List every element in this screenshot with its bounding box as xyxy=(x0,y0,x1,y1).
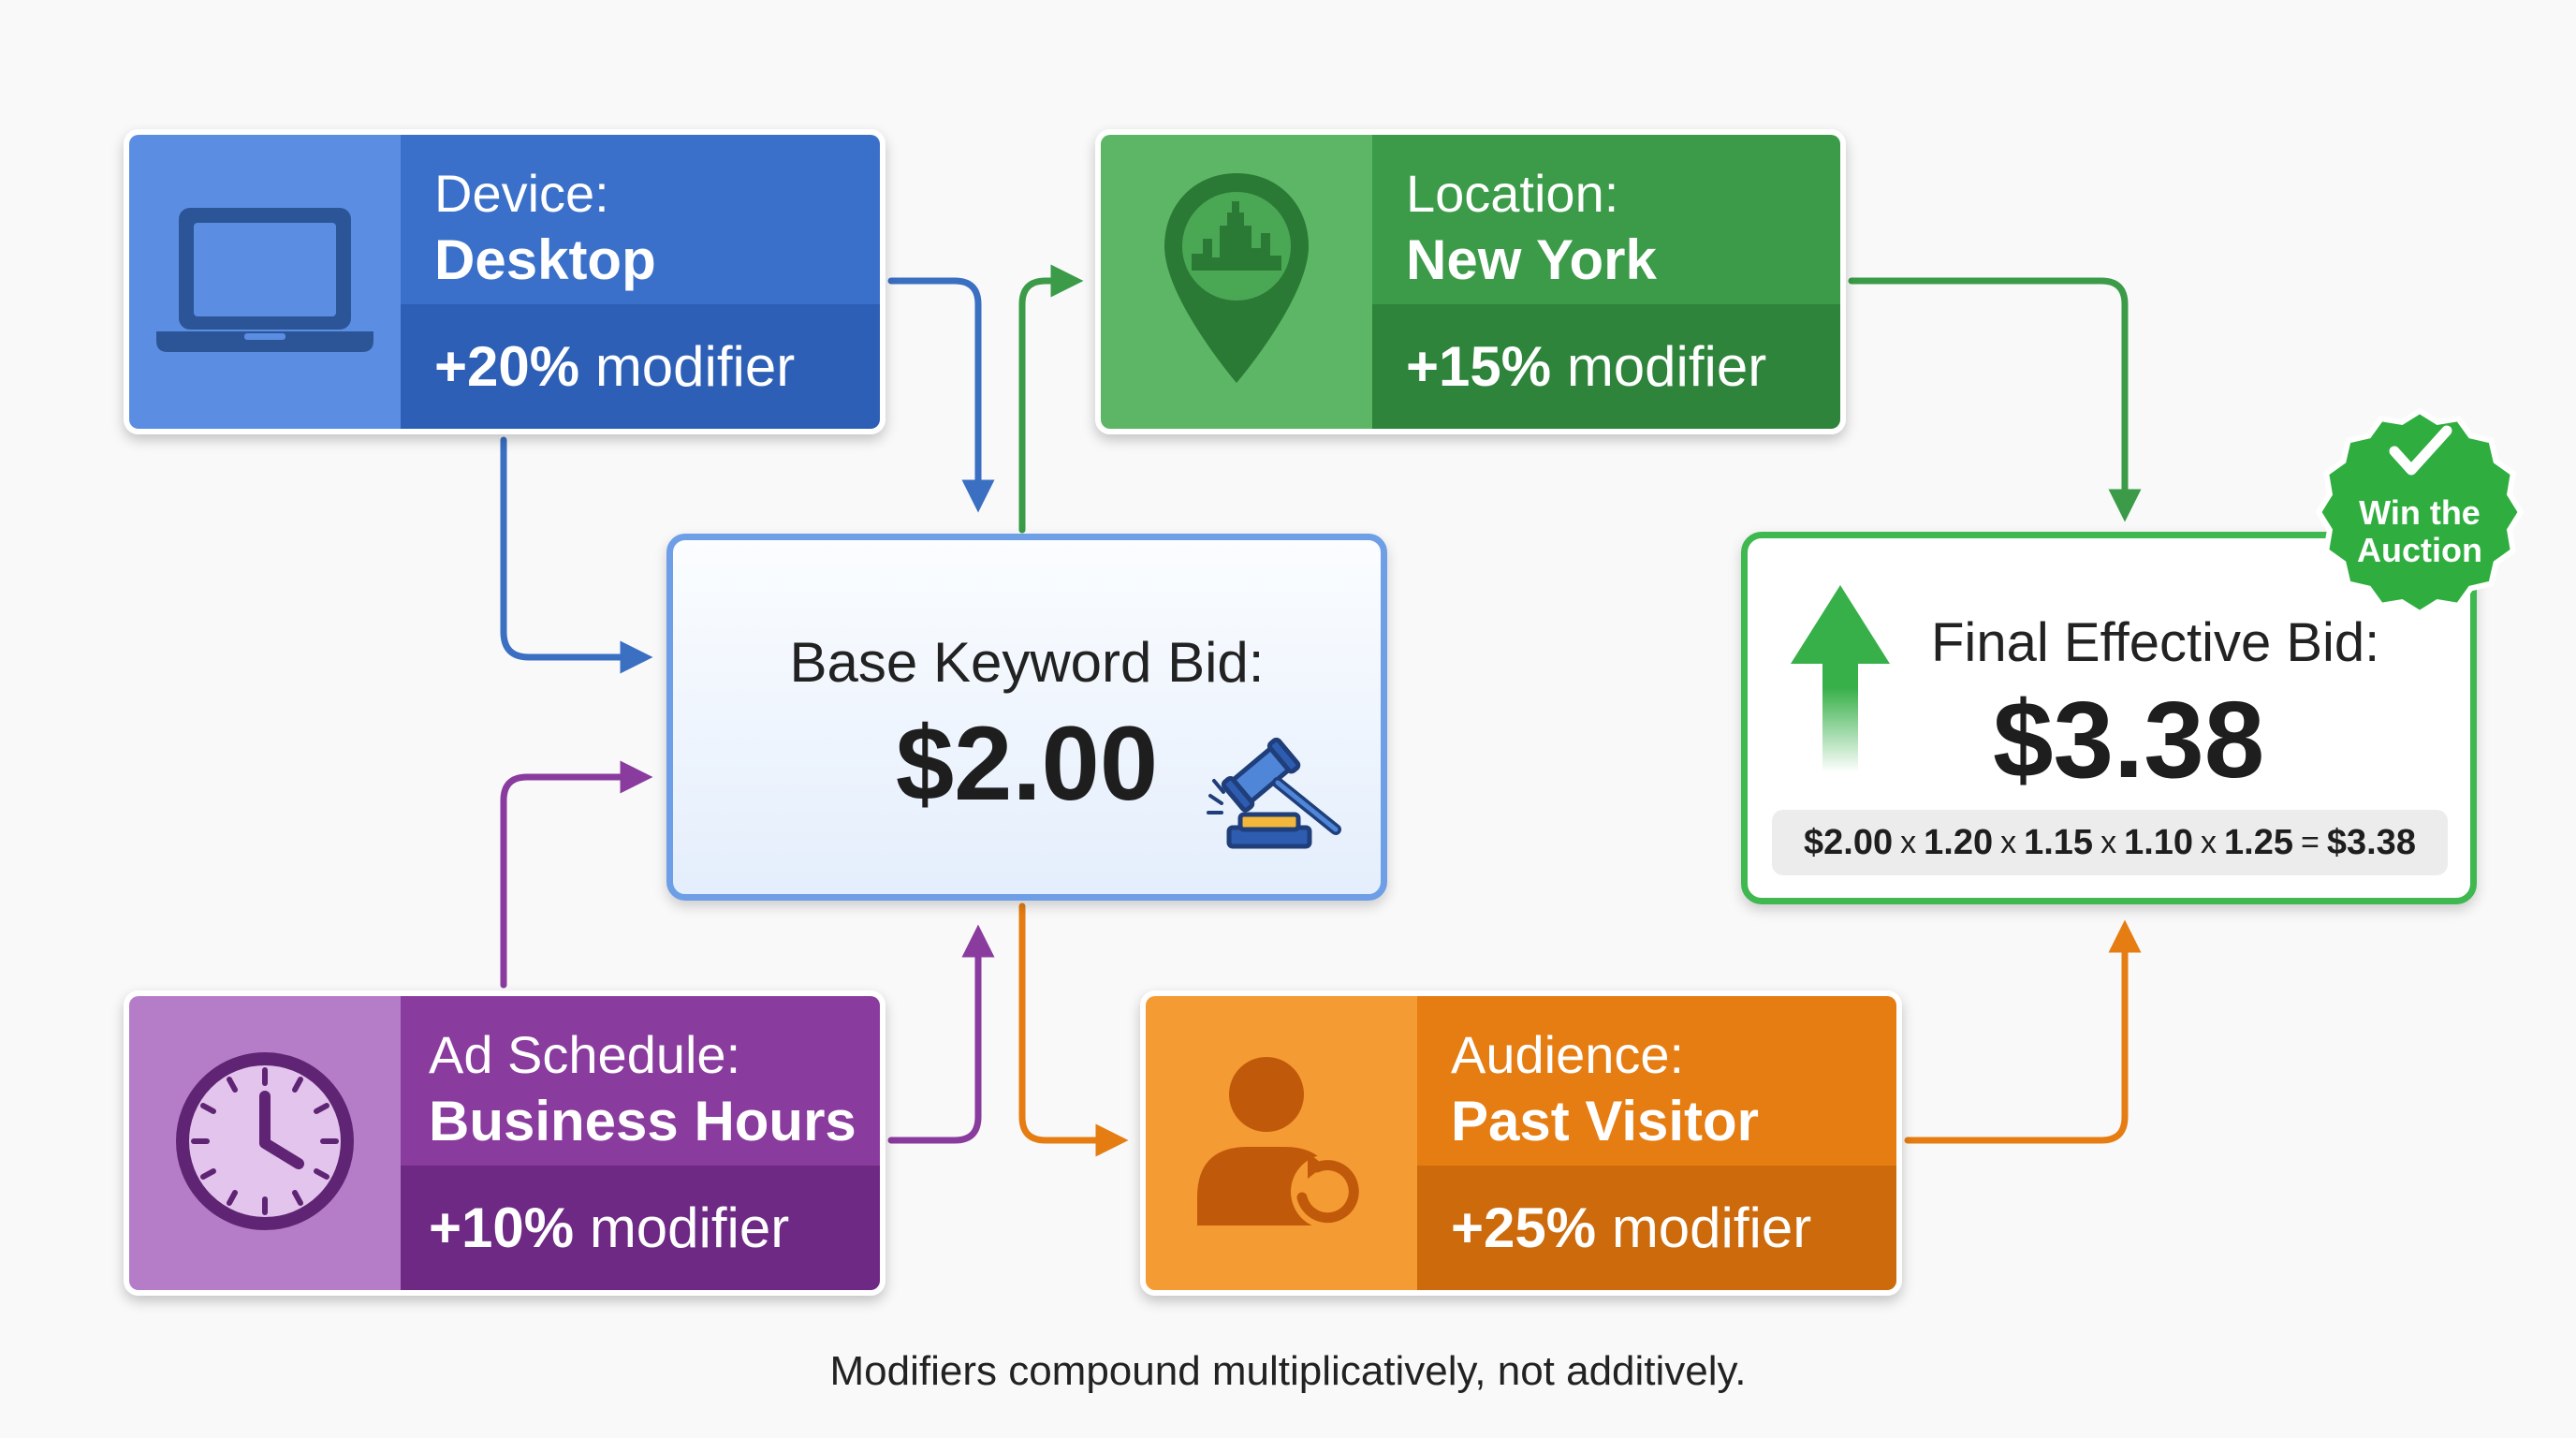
audience-to-final-arrow xyxy=(1904,919,2142,1144)
final-bid-label: Final Effective Bid: xyxy=(1931,612,2380,673)
returning-user-icon xyxy=(1188,1048,1375,1240)
device-modifier-card: Device: Desktop +20% modifier xyxy=(124,129,886,434)
base-to-audience-arrow xyxy=(1018,902,1129,1157)
location-to-final-arrow xyxy=(1848,277,2142,522)
location-icon-panel xyxy=(1101,135,1372,429)
schedule-to-base-arrow-bottom xyxy=(887,924,995,1144)
formula-equals: = xyxy=(2301,824,2320,860)
formula-term-base: $2.00 xyxy=(1804,822,1894,862)
win-auction-badge: Win the Auction xyxy=(2312,404,2527,620)
audience-modifier-card: Audience: Past Visitor +25% modifier xyxy=(1140,990,1902,1296)
schedule-modifier: +10% modifier xyxy=(429,1196,789,1260)
location-value: New York xyxy=(1406,228,1657,291)
device-to-base-arrow-left xyxy=(500,436,653,674)
schedule-to-base-arrow-left xyxy=(500,760,653,989)
formula-term-location: 1.15 xyxy=(2024,822,2094,862)
formula-term-device: 1.20 xyxy=(1924,822,1994,862)
device-icon-panel xyxy=(129,135,401,429)
location-modifier-word: modifier xyxy=(1566,334,1767,398)
clock-icon xyxy=(171,1048,359,1240)
schedule-icon-panel xyxy=(129,996,401,1290)
final-bid-value: $3.38 xyxy=(1993,679,2265,800)
device-modifier-pct: +20% xyxy=(434,334,580,398)
schedule-modifier-card: Ad Schedule: Business Hours +10% modifie… xyxy=(124,990,886,1296)
location-modifier: +15% modifier xyxy=(1406,334,1766,399)
checkmark-seal-icon xyxy=(2315,407,2525,617)
location-label: Location: xyxy=(1406,164,1619,223)
device-label: Device: xyxy=(434,164,609,223)
badge-line-1: Win the xyxy=(2359,493,2481,532)
base-bid-label: Base Keyword Bid: xyxy=(789,631,1265,694)
city-pin-icon xyxy=(1157,168,1316,397)
schedule-value: Business Hours xyxy=(429,1090,856,1152)
audience-value: Past Visitor xyxy=(1451,1090,1760,1152)
footnote: Modifiers compound multiplicatively, not… xyxy=(829,1348,1747,1394)
audience-modifier: +25% modifier xyxy=(1451,1196,1811,1260)
badge-line-2: Auction xyxy=(2357,531,2482,569)
formula-term-audience: 1.25 xyxy=(2224,822,2293,862)
base-bid-card: Base Keyword Bid: $2.00 xyxy=(666,534,1387,901)
audience-modifier-word: modifier xyxy=(1611,1196,1812,1259)
device-value: Desktop xyxy=(434,228,656,291)
formula-times: x xyxy=(2100,824,2117,860)
final-bid-card: Final Effective Bid: $3.38 $2.00 x 1.20 … xyxy=(1741,532,2477,904)
gavel-icon xyxy=(1205,730,1345,857)
up-arrow-icon xyxy=(1789,585,1892,777)
audience-label: Audience: xyxy=(1451,1025,1685,1084)
schedule-modifier-word: modifier xyxy=(589,1196,790,1259)
formula-times: x xyxy=(1900,824,1917,860)
device-modifier: +20% modifier xyxy=(434,334,795,399)
location-modifier-pct: +15% xyxy=(1406,334,1552,398)
formula-times: x xyxy=(2201,824,2217,860)
formula-result: $3.38 xyxy=(2326,822,2416,862)
base-to-location-arrow xyxy=(1018,264,1084,534)
laptop-icon xyxy=(153,200,377,364)
device-to-base-arrow-top xyxy=(887,277,995,513)
formula-times: x xyxy=(2000,824,2017,860)
audience-modifier-pct: +25% xyxy=(1451,1196,1597,1259)
schedule-label: Ad Schedule: xyxy=(429,1025,741,1084)
audience-icon-panel xyxy=(1146,996,1417,1290)
base-bid-value: $2.00 xyxy=(895,705,1159,822)
location-modifier-card: Location: New York +15% modifier xyxy=(1095,129,1846,434)
formula-bar: $2.00 x 1.20 x 1.15 x 1.10 x 1.25 = $3.3… xyxy=(1772,810,2448,875)
schedule-modifier-pct: +10% xyxy=(429,1196,575,1259)
device-modifier-word: modifier xyxy=(594,334,796,398)
formula-term-schedule: 1.10 xyxy=(2124,822,2194,862)
